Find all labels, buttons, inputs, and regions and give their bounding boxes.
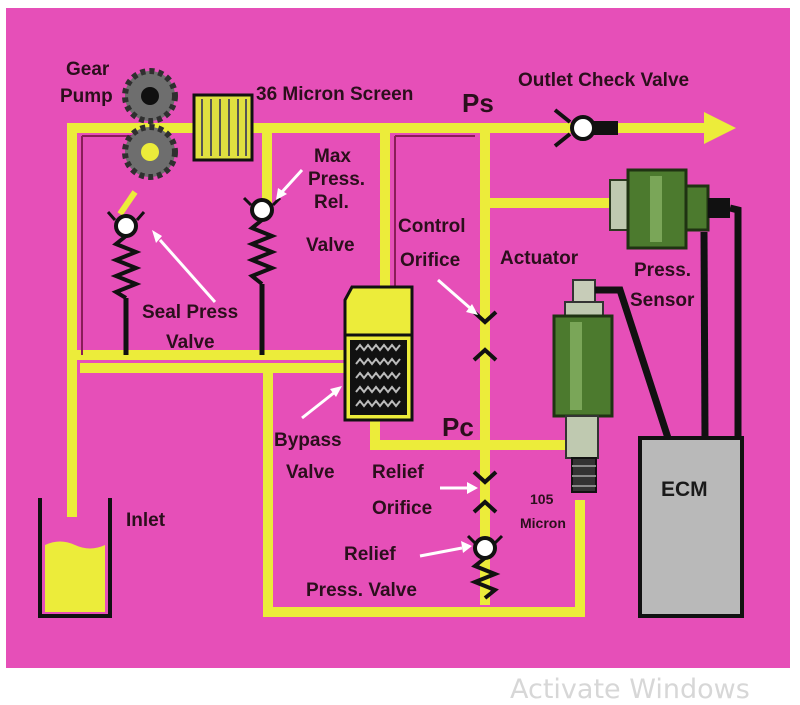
press-sensor-icon: [609, 168, 730, 250]
control-orifice-label-2: Orifice: [400, 250, 460, 271]
fluid-lines: [67, 123, 717, 617]
micron-screen-label: 36 Micron Screen: [256, 84, 413, 105]
pc-label: Pc: [442, 412, 474, 442]
relief-orifice-label-1: Relief: [372, 462, 424, 483]
max-press-rel-valve-icon: [242, 196, 282, 355]
screen-mesh: [201, 99, 247, 156]
relief-orifice-label-2: Orifice: [372, 498, 432, 519]
press-sensor-label-2: Sensor: [630, 290, 695, 311]
relief-orifice-icon: [472, 470, 498, 514]
outlet-arrow-icon: [704, 112, 736, 144]
labels: Gear Pump 36 Micron Screen Ps Outlet Che…: [60, 59, 708, 601]
relief-press-valve-icon: [466, 534, 504, 600]
micron-105-label-2: Micron: [520, 515, 566, 531]
inlet-label: Inlet: [126, 510, 166, 531]
actuator-icon: [552, 279, 614, 493]
max-press-label-3: Rel.: [314, 192, 349, 213]
gear-pump-label-2: Pump: [60, 86, 113, 107]
relief-press-label-2: Press. Valve: [306, 580, 417, 601]
max-press-label-2: Press.: [308, 169, 365, 190]
control-orifice-label-1: Control: [398, 216, 466, 237]
relief-press-label-1: Relief: [344, 544, 396, 565]
seal-press-label-1: Seal Press: [142, 302, 238, 323]
gear-pump-icon: [122, 68, 178, 180]
outlet-check-valve-label: Outlet Check Valve: [518, 70, 689, 91]
seal-press-label-2: Valve: [166, 332, 215, 353]
max-press-label-1: Max: [314, 146, 351, 167]
pointer-arrows: [152, 168, 478, 558]
ecm-box: [638, 436, 744, 618]
ps-label: Ps: [462, 88, 494, 118]
ecm-wiring: [595, 204, 742, 440]
bypass-label-1: Bypass: [274, 430, 342, 451]
inlet-tank-icon: [38, 498, 112, 618]
control-orifice-icon: [472, 310, 498, 362]
press-sensor-label-1: Press.: [634, 260, 691, 281]
micron-screen-icon: [192, 93, 254, 162]
ecm-label: ECM: [661, 478, 708, 501]
gear-pump-label-1: Gear: [66, 59, 110, 80]
max-press-label-4: Valve: [306, 235, 355, 256]
seal-press-valve-icon: [106, 190, 146, 355]
bypass-valve-icon: [343, 285, 414, 422]
actuator-label: Actuator: [500, 248, 579, 269]
micron-105-label-1: 105: [530, 491, 554, 507]
outlet-check-valve-icon: [553, 108, 618, 148]
bypass-label-2: Valve: [286, 462, 335, 483]
activate-windows-watermark: Activate Windows: [510, 674, 750, 705]
